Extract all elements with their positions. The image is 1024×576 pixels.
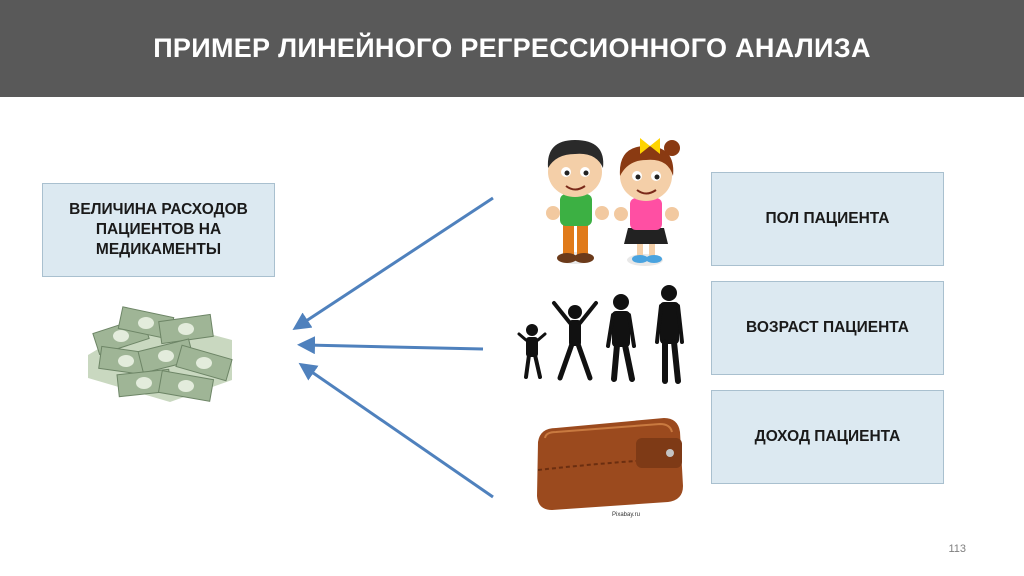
arrow-age bbox=[297, 336, 484, 355]
factor-box-gender: ПОЛ ПАЦИЕНТА bbox=[711, 172, 944, 266]
factor-label-gender: ПОЛ ПАЦИЕНТА bbox=[765, 209, 890, 227]
arrow-income bbox=[298, 362, 494, 499]
image-credit: Pixabay.ru bbox=[612, 512, 640, 518]
target-variable-label: ВЕЛИЧИНА РАСХОДОВ ПАЦИЕНТОВ НА МЕДИКАМЕН… bbox=[69, 200, 248, 259]
factor-label-age: ВОЗРАСТ ПАЦИЕНТА bbox=[746, 318, 909, 336]
target-variable-box: ВЕЛИЧИНА РАСХОДОВ ПАЦИЕНТОВ НА МЕДИКАМЕН… bbox=[42, 183, 275, 277]
boy-girl-icon bbox=[546, 138, 680, 266]
money-stack-icon bbox=[88, 306, 233, 402]
title-bar: ПРИМЕР ЛИНЕЙНОГО РЕГРЕССИОННОГО АНАЛИЗА bbox=[0, 0, 1024, 97]
factor-box-age: ВОЗРАСТ ПАЦИЕНТА bbox=[711, 281, 944, 375]
arrow-gender bbox=[292, 196, 494, 330]
people-silhouettes-icon bbox=[517, 285, 684, 384]
factor-box-income: ДОХОД ПАЦИЕНТА bbox=[711, 390, 944, 484]
slide-title: ПРИМЕР ЛИНЕЙНОГО РЕГРЕССИОННОГО АНАЛИЗА bbox=[153, 33, 871, 63]
factor-label-income: ДОХОД ПАЦИЕНТА bbox=[754, 427, 901, 445]
page-number: 113 bbox=[948, 543, 966, 555]
wallet-icon bbox=[537, 418, 683, 510]
